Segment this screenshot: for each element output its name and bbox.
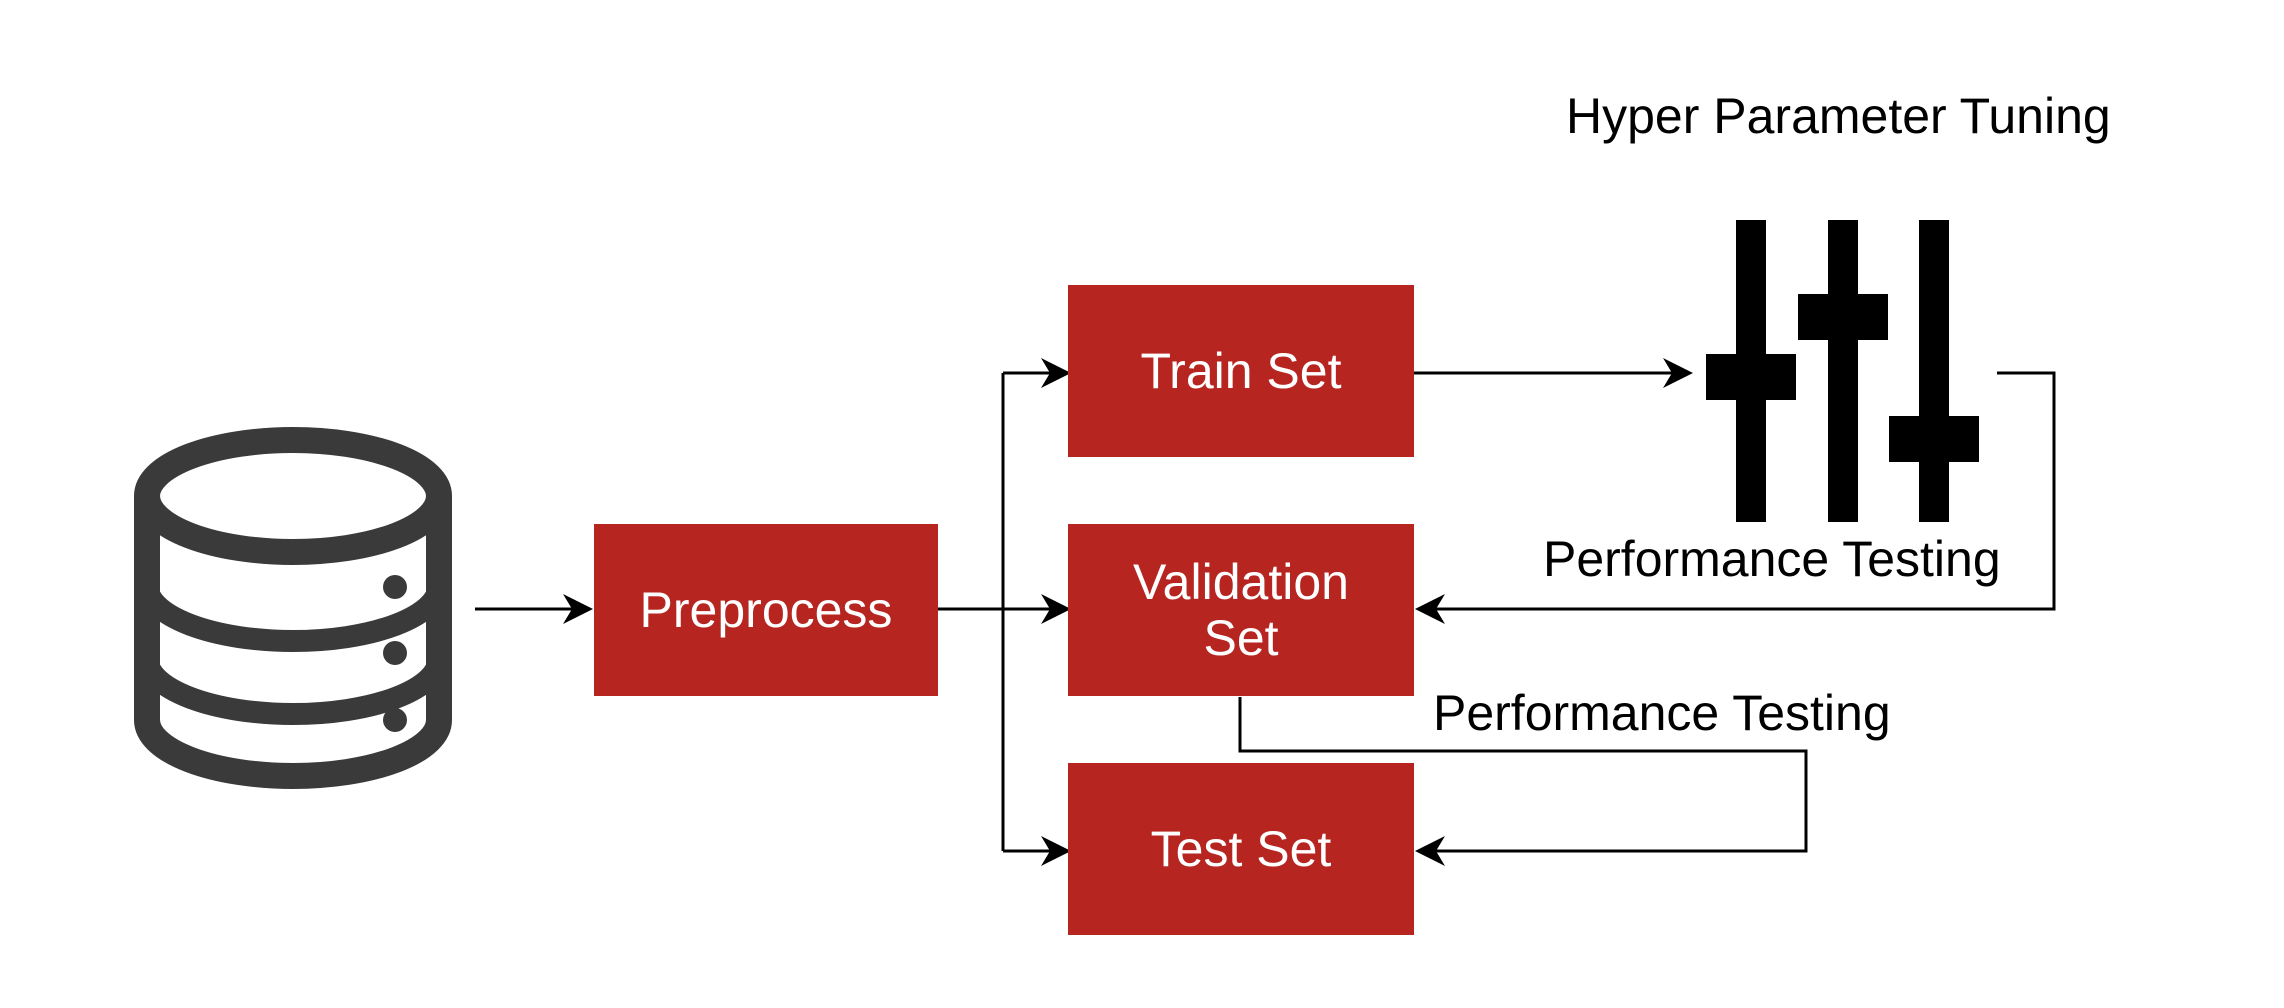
performance-testing-label-lower: Performance Testing (1433, 685, 1891, 741)
test-set-label: Test Set (1150, 821, 1332, 877)
preprocess-box: Preprocess (594, 524, 938, 696)
validation-set-label: Validation Set (1133, 554, 1349, 666)
train-set-label: Train Set (1140, 343, 1342, 399)
validation-set-box: Validation Set (1068, 524, 1414, 696)
test-set-box: Test Set (1068, 763, 1414, 935)
preprocess-label: Preprocess (639, 582, 893, 638)
performance-testing-label-upper: Performance Testing (1543, 531, 2001, 587)
database-icon (134, 427, 452, 789)
sliders-icon (1706, 220, 1979, 522)
train-set-box: Train Set (1068, 285, 1414, 457)
edge-validation-to-test (1238, 697, 1808, 866)
edge-tuner-to-validation (1415, 371, 2056, 624)
diagram-title: Hyper Parameter Tuning (1566, 88, 2111, 144)
